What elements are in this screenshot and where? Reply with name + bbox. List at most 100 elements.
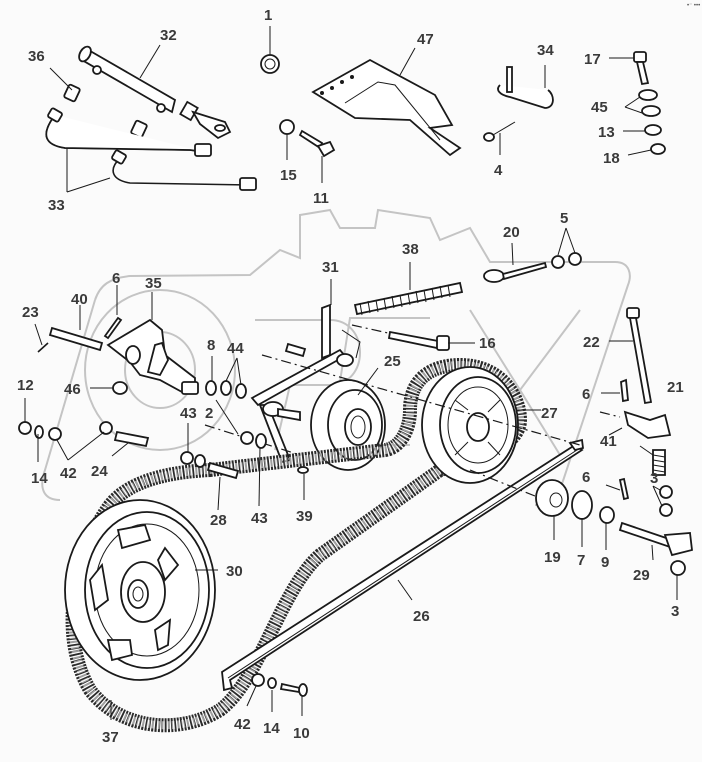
callout-8: 8 — [207, 337, 215, 354]
callout-47: 47 — [417, 31, 434, 48]
tensioner-block-21 — [623, 410, 672, 439]
callout-19: 19 — [544, 549, 561, 566]
callout-1: 1 — [264, 7, 272, 24]
callout-24: 24 — [91, 463, 108, 480]
hydraulic-hoses — [45, 107, 257, 191]
callout-46: 46 — [64, 381, 81, 398]
washer-43b — [255, 433, 267, 449]
circlip-7 — [571, 490, 593, 520]
threaded-insert — [260, 54, 280, 74]
nuts-3a — [659, 485, 673, 517]
callout-14a: 14 — [31, 470, 48, 487]
cotter-pin-6b — [620, 378, 629, 403]
guide-plate — [311, 58, 462, 157]
callout-43b: 43 — [251, 510, 268, 527]
callout-12: 12 — [17, 377, 34, 394]
watermark-gear-outline — [94, 208, 631, 506]
bearing-hub-19 — [535, 479, 569, 517]
callout-28: 28 — [210, 512, 227, 529]
callout-25: 25 — [384, 353, 401, 370]
callout-7: 7 — [577, 552, 585, 569]
callout-6c: 6 — [582, 469, 590, 486]
lock-washer-14b — [267, 677, 277, 689]
stud-28 — [206, 461, 240, 480]
spring-41 — [652, 449, 666, 476]
pivot-bracket — [106, 318, 199, 395]
callout-6b: 6 — [582, 386, 590, 403]
eye-bolt-4 — [483, 121, 516, 142]
callout-31: 31 — [322, 259, 339, 276]
callout-37: 37 — [102, 729, 119, 746]
callout-21: 21 — [667, 379, 684, 396]
callout-17: 17 — [584, 51, 601, 68]
washer-46 — [112, 381, 128, 395]
large-pulley — [64, 499, 216, 681]
callout-38: 38 — [402, 241, 419, 258]
stud-24 — [113, 430, 150, 448]
axis-line-4 — [599, 411, 621, 418]
callout-2: 2 — [205, 405, 213, 422]
tension-spring — [353, 281, 464, 316]
pin-23 — [37, 342, 49, 353]
callout-43a: 43 — [180, 405, 197, 422]
callout-23: 23 — [22, 304, 39, 321]
axis-line-2 — [469, 469, 546, 501]
nuts-5 — [551, 252, 582, 269]
callout-13: 13 — [598, 124, 615, 141]
callout-10: 10 — [293, 725, 310, 742]
bolt-17 — [633, 51, 650, 86]
axis-line-1 — [261, 354, 581, 446]
callout-18: 18 — [603, 150, 620, 167]
eye-bolt-20 — [483, 261, 548, 283]
callout-32: 32 — [160, 27, 177, 44]
callout-26: 26 — [413, 608, 430, 625]
washers-42a — [48, 421, 113, 441]
callout-30: 30 — [226, 563, 243, 580]
hydraulic-fittings — [63, 83, 148, 139]
bolt-11 — [298, 129, 336, 158]
rod-40 — [48, 326, 104, 352]
callout-16: 16 — [479, 335, 496, 352]
callout-3b: 3 — [671, 603, 679, 620]
drive-pulley — [421, 366, 519, 484]
callout-5: 5 — [560, 210, 568, 227]
callout-labels: 1 2 3 3 4 5 6 6 6 7 8 9 10 11 12 13 14 1… — [17, 3, 700, 746]
bolt-10 — [279, 682, 308, 697]
callout-45: 45 — [591, 99, 608, 116]
leader-lines — [24, 26, 678, 720]
long-bolt-22 — [626, 307, 653, 405]
callout-34: 34 — [537, 42, 554, 59]
angle-rail — [221, 438, 584, 692]
callout-15: 15 — [280, 167, 297, 184]
nut-15 — [279, 119, 295, 135]
callout-42a: 42 — [60, 465, 77, 482]
snap-ring-9 — [599, 506, 615, 524]
callout-29: 29 — [633, 567, 650, 584]
callout-39: 39 — [296, 508, 313, 525]
nut-18 — [650, 143, 666, 155]
callout-41: 41 — [600, 433, 617, 450]
cotter-pin-6c — [618, 477, 630, 501]
callout-22: 22 — [583, 334, 600, 351]
callout-4: 4 — [494, 162, 503, 179]
callout-20: 20 — [503, 224, 520, 241]
callout-27: 27 — [541, 405, 558, 422]
hook-pin — [497, 66, 554, 109]
bolt-16 — [351, 324, 450, 351]
watermark-left-curve — [41, 299, 96, 501]
callout-44: 44 — [227, 340, 244, 357]
o-ring-8 — [205, 380, 217, 396]
callout-14b: 14 — [263, 720, 280, 737]
callout-35: 35 — [145, 275, 162, 292]
washer-2 — [194, 454, 206, 468]
clip-39 — [297, 466, 309, 474]
washers-44 — [220, 380, 247, 399]
nut-12 — [18, 421, 32, 435]
hydraulic-cylinder — [78, 45, 232, 140]
lock-washer-14a — [34, 425, 44, 439]
watermark-letter-o — [84, 289, 236, 451]
callout-11: 11 — [313, 190, 329, 207]
callout-33: 33 — [48, 197, 65, 214]
tension-rod-29 — [618, 521, 693, 557]
